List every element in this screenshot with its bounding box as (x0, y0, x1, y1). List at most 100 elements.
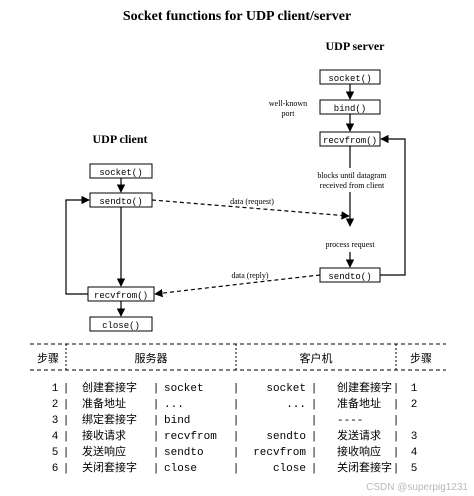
cell-separator: | (393, 383, 400, 395)
server-recvfrom-box: recvfrom() (319, 131, 381, 147)
blocks-text-2: received from client (320, 181, 385, 190)
cell-server-desc: 绑定套接字 (82, 412, 137, 427)
cell-client-function: ... (286, 399, 306, 411)
cell-client-desc: 发送请求 (337, 428, 381, 443)
process-request-text: process request (325, 240, 375, 249)
cell-server-function: recvfrom (164, 431, 217, 443)
cell-server-function: close (164, 463, 197, 475)
cell-separator: | (63, 399, 70, 411)
cell-separator: | (233, 431, 240, 443)
cell-separator: | (233, 399, 240, 411)
cell-separator: | (63, 415, 70, 427)
table-row: 6 关闭套接字 close close 关闭套接字 5 | | | | | (52, 460, 418, 475)
header-step-right: 步骤 (410, 352, 432, 366)
client-recvfrom-box: recvfrom() (87, 286, 155, 302)
cell-separator: | (233, 447, 240, 459)
client-socket-box: socket() (89, 163, 153, 179)
cell-step-left: 2 (52, 399, 59, 411)
cell-separator: | (63, 463, 70, 475)
cell-client-desc: 准备地址 (337, 396, 381, 411)
cell-separator: | (311, 415, 318, 427)
cell-client-function: recvfrom (253, 447, 306, 459)
cell-server-desc: 关闭套接字 (82, 460, 137, 475)
cell-separator: | (393, 447, 400, 459)
cell-separator: | (153, 447, 160, 459)
cell-separator: | (393, 431, 400, 443)
cell-client-desc: 接收响应 (337, 444, 381, 459)
client-socket-label: socket() (99, 168, 142, 178)
server-recvfrom-label: recvfrom() (323, 136, 377, 146)
cell-step-right: 1 (411, 383, 418, 395)
udp-server-label: UDP server (326, 39, 386, 53)
cell-separator: | (153, 399, 160, 411)
client-close-box: close() (89, 316, 153, 332)
client-recvfrom-label: recvfrom() (94, 291, 148, 301)
cell-separator: | (311, 463, 318, 475)
cell-separator: | (233, 383, 240, 395)
udp-client-label: UDP client (93, 132, 148, 146)
client-sendto-label: sendto() (99, 197, 142, 207)
blocks-text-1: blocks until datagram (317, 171, 387, 180)
server-bind-box: bind() (319, 99, 381, 115)
cell-step-right: 5 (411, 463, 418, 475)
cell-separator: | (153, 431, 160, 443)
cell-separator: | (63, 447, 70, 459)
cell-separator: | (153, 463, 160, 475)
cell-separator: | (393, 463, 400, 475)
cell-step-left: 3 (52, 415, 59, 427)
server-bind-label: bind() (334, 104, 366, 114)
cell-server-function: bind (164, 415, 190, 427)
cell-separator: | (393, 399, 400, 411)
cell-step-left: 5 (52, 447, 59, 459)
cell-server-desc: 准备地址 (82, 396, 126, 411)
request-label: data (request) (230, 197, 274, 206)
client-loop-arrow (65, 195, 90, 295)
reply-label: data (reply) (231, 271, 268, 280)
cell-client-function: sendto (266, 431, 306, 443)
cell-client-desc: 关闭套接字 (337, 460, 392, 475)
server-loop-arrow (380, 134, 406, 276)
request-arrow (151, 199, 350, 220)
cell-server-desc: 发送响应 (82, 444, 126, 459)
cell-server-function: socket (164, 383, 204, 395)
server-socket-box: socket() (319, 69, 381, 85)
server-socket-label: socket() (328, 74, 371, 84)
cell-step-right: 4 (411, 447, 418, 459)
cell-step-left: 1 (52, 383, 59, 395)
header-server: 服务器 (135, 352, 168, 366)
port-text: port (282, 109, 296, 118)
cell-separator: | (393, 415, 400, 427)
cell-separator: | (233, 463, 240, 475)
watermark-text: CSDN @superpig1231 (366, 482, 468, 493)
cell-step-right: 2 (411, 399, 418, 411)
cell-separator: | (311, 383, 318, 395)
cell-separator: | (311, 447, 318, 459)
client-sendto-box: sendto() (89, 192, 153, 208)
cell-separator: | (233, 415, 240, 427)
header-client: 客户机 (300, 351, 333, 366)
cell-server-desc: 创建套接字 (82, 380, 137, 395)
diagram-title: Socket functions for UDP client/server (123, 9, 351, 24)
client-close-label: close() (102, 321, 140, 331)
server-sendto-box: sendto() (319, 267, 381, 283)
cell-step-left: 6 (52, 463, 59, 475)
cell-client-function: close (273, 463, 306, 475)
cell-server-function: ... (164, 399, 184, 411)
server-sendto-label: sendto() (328, 272, 371, 282)
cell-step-right: 3 (411, 431, 418, 443)
cell-separator: | (311, 431, 318, 443)
cell-separator: | (153, 415, 160, 427)
header-step-left: 步骤 (37, 352, 59, 366)
cell-separator: | (63, 383, 70, 395)
cell-server-desc: 接收请求 (82, 428, 126, 443)
cell-step-left: 4 (52, 431, 59, 443)
cell-separator: | (153, 383, 160, 395)
